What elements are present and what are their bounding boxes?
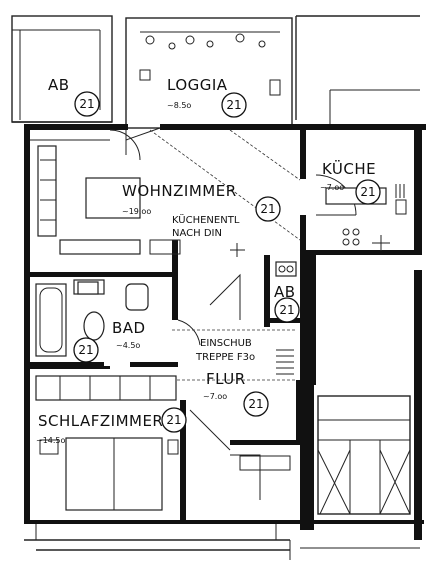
ab-mid-fixtures [275, 261, 297, 277]
room-code-badge [221, 92, 247, 118]
bedroom-furniture [35, 375, 291, 511]
room-name: LOGGIA [167, 76, 228, 94]
einschub-treppe [276, 349, 294, 375]
room-code: 21 [360, 185, 375, 199]
room-code: 21 [226, 98, 241, 112]
room-area: ~4.5o [116, 341, 140, 350]
room-area: ~7.oo [203, 392, 227, 401]
room-code: 21 [79, 97, 94, 111]
room-code-badge [255, 196, 281, 222]
openings [30, 129, 390, 500]
room-wohnzimmer: WOHNZIMMER ~19.oo 21 [122, 182, 281, 222]
room-code: 21 [260, 202, 275, 216]
room-area: ~19.oo [122, 207, 151, 216]
walls [24, 124, 426, 540]
room-name: SCHLAFZIMMER [38, 412, 163, 430]
room-code: 21 [166, 413, 181, 427]
room-code: 21 [78, 343, 93, 357]
note-line: TREPPE F3o [195, 352, 255, 363]
room-code: 21 [279, 303, 294, 317]
room-code-badge [73, 337, 99, 363]
bath-fixtures [35, 279, 149, 357]
note-kuechenentl: KÜCHENENTL NACH DIN [172, 213, 240, 239]
room-code-badge [355, 179, 381, 205]
staircase [317, 395, 411, 515]
room-kueche: KÜCHE ~7.oo 21 [320, 159, 381, 205]
room-name: BAD [112, 319, 146, 337]
note-line: NACH DIN [172, 228, 222, 239]
loggia-area [11, 15, 420, 155]
room-code-badge [243, 391, 269, 417]
room-code-badge [74, 91, 100, 117]
room-name: WOHNZIMMER [122, 182, 237, 200]
room-name: FLUR [206, 370, 246, 388]
room-code: 21 [248, 397, 263, 411]
room-code-badge [161, 407, 187, 433]
room-area: ~14.5o [36, 436, 66, 445]
room-ab-mid: AB 21 [274, 283, 300, 323]
living-furniture [37, 145, 181, 255]
room-flur: FLUR ~7.oo 21 [203, 370, 269, 417]
note-line: EINSCHUB [200, 338, 252, 349]
bottom-balcony [24, 524, 420, 560]
room-area: ~8.5o [167, 101, 191, 110]
room-name: AB [48, 76, 70, 94]
room-bad: BAD ~4.5o 21 [73, 319, 146, 363]
room-schlafzimmer: SCHLAFZIMMER ~14.5o 21 [36, 407, 187, 445]
note-line: KÜCHENENTL [172, 213, 240, 226]
note-einschub: EINSCHUB TREPPE F3o [195, 338, 255, 363]
room-name: AB [274, 283, 296, 301]
room-loggia: LOGGIA ~8.5o 21 [167, 76, 247, 118]
room-area: ~7.oo [320, 183, 344, 192]
room-name: KÜCHE [322, 159, 376, 178]
room-ab-top: AB 21 [48, 76, 100, 117]
room-code-badge [274, 297, 300, 323]
